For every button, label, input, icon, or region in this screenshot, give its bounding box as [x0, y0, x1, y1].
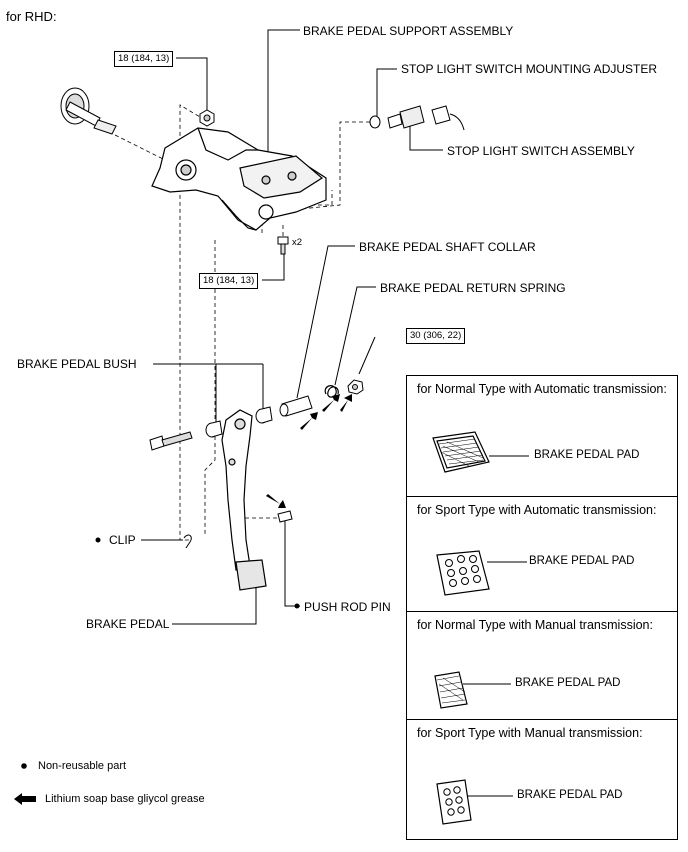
leader-return-spring — [334, 286, 376, 386]
stop-light-switch-part — [369, 105, 465, 131]
bullet-non-reusable-icon — [21, 763, 27, 769]
pad-variant-label: BRAKE PEDAL PAD — [515, 677, 621, 689]
label-multiplier: x2 — [292, 237, 303, 248]
bullet-push-rod-icon — [294, 603, 300, 609]
leader-top-nut — [176, 57, 208, 110]
dash-pedal-support — [204, 240, 216, 535]
legend-grease: Lithium soap base gliycol grease — [45, 793, 205, 805]
shaft-collar-part — [279, 395, 313, 417]
pivot-bolt-part — [149, 431, 193, 451]
pad-normal-manual-icon — [434, 671, 511, 709]
leader-shaft-collar — [296, 245, 355, 399]
pad-variant-sport-manual: for Sport Type with Manual transmission:… — [407, 719, 677, 840]
leader-push-rod — [284, 518, 300, 607]
pad-variant-sport-automatic: for Sport Type with Automatic transmissi… — [407, 496, 677, 612]
legend-non-reusable: Non-reusable part — [38, 760, 127, 772]
pivot-nut-part — [347, 379, 364, 395]
label-stop-light-switch-assembly: STOP LIGHT SWITCH ASSEMBLY — [447, 144, 635, 158]
label-stop-light-switch-mounting-adjuster: STOP LIGHT SWITCH MOUNTING ADJUSTER — [401, 62, 658, 76]
clip-part — [183, 534, 192, 549]
leader-brake-pedal — [172, 585, 257, 625]
pad-variant-normal-manual: for Normal Type with Manual transmission… — [407, 611, 677, 720]
top-nut-part — [199, 109, 215, 127]
bolt-part — [277, 236, 289, 255]
pad-variant-label: BRAKE PEDAL PAD — [534, 449, 640, 461]
brake-pedal-part — [221, 409, 267, 591]
label-brake-pedal: BRAKE PEDAL — [86, 617, 170, 631]
pad-variant-label: BRAKE PEDAL PAD — [529, 555, 635, 567]
pad-variant-title: for Sport Type with Manual transmission: — [417, 726, 643, 740]
return-spring-part — [324, 385, 339, 398]
bullet-clip-icon — [95, 537, 101, 543]
label-brake-pedal-shaft-collar: BRAKE PEDAL SHAFT COLLAR — [359, 240, 536, 254]
arrow-grease-legend-icon — [14, 793, 36, 805]
bush-a-part — [205, 420, 223, 438]
label-brake-pedal-return-spring: BRAKE PEDAL RETURN SPRING — [380, 281, 566, 295]
leader-bolt — [262, 252, 285, 281]
leader-switch-assembly — [409, 118, 443, 151]
pad-normal-automatic-icon — [432, 431, 529, 473]
dash-adjuster — [289, 121, 370, 211]
pad-variant-normal-automatic: for Normal Type with Automatic transmiss… — [407, 376, 677, 496]
leader-adjuster — [376, 68, 397, 118]
pad-sport-manual-icon — [436, 779, 513, 825]
label-brake-pedal-support-assembly: BRAKE PEDAL SUPPORT ASSEMBLY — [303, 24, 514, 38]
torque-pivot-nut: 30 (306, 22) — [406, 328, 466, 344]
label-push-rod-pin: PUSH ROD PIN — [304, 600, 391, 614]
dash-top-nut — [179, 104, 206, 541]
support-assembly-part — [151, 127, 327, 231]
torque-top-nut: 18 (184, 13) — [114, 51, 174, 67]
push-rod-pin-part — [277, 510, 293, 523]
grease-arrow-icon — [266, 394, 352, 508]
booster-rod-part — [60, 87, 117, 135]
label-brake-pedal-bush: BRAKE PEDAL BUSH — [17, 357, 137, 371]
leader-support-assembly — [267, 29, 300, 175]
torque-bolt: 18 (184, 13) — [199, 273, 259, 289]
label-clip: CLIP — [109, 533, 136, 547]
dash-steering — [114, 134, 166, 161]
pad-variant-title: for Normal Type with Automatic transmiss… — [417, 382, 667, 396]
pad-variant-title: for Sport Type with Automatic transmissi… — [417, 503, 657, 517]
page-title: for RHD: — [6, 9, 57, 24]
pad-variant-title: for Normal Type with Manual transmission… — [417, 618, 653, 632]
pad-variant-label: BRAKE PEDAL PAD — [517, 789, 623, 801]
pad-sport-automatic-icon — [436, 550, 527, 596]
leader-pivot-nut — [358, 336, 376, 375]
pad-variant-panel: for Normal Type with Automatic transmiss… — [406, 375, 678, 840]
bush-b-part — [255, 406, 273, 424]
